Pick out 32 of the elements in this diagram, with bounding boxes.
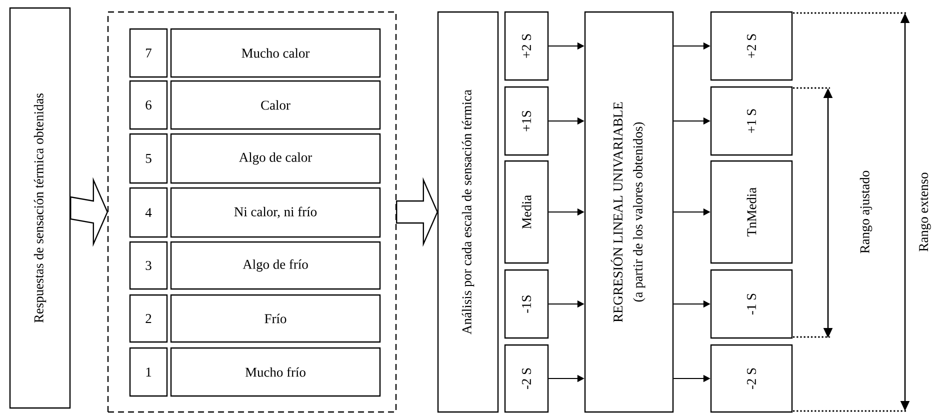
value-box: +1 S bbox=[710, 86, 793, 156]
scale-box: Algo de frío bbox=[170, 241, 381, 290]
scale-box: Mucho frío bbox=[170, 347, 381, 397]
dimension-label: Rango extenso bbox=[919, 172, 931, 252]
dashed-group-box bbox=[107, 11, 397, 413]
scale-box: Frío bbox=[170, 294, 381, 343]
scale-box: Calor bbox=[170, 80, 381, 130]
scale-box: Algo de calor bbox=[170, 133, 381, 184]
number-box: 6 bbox=[129, 80, 168, 130]
scale-box: Mucho calor bbox=[170, 28, 381, 78]
block-arrow bbox=[70, 177, 108, 247]
value-box: Media bbox=[504, 160, 549, 264]
number-box: 5 bbox=[129, 133, 168, 184]
value-box: +2 S bbox=[710, 11, 793, 81]
process-box: REGRESIÓN LINEAL UNIVARIABLE (a partir de los valores obtenidos) bbox=[584, 11, 674, 413]
value-box: +1S bbox=[504, 86, 549, 156]
number-box: 2 bbox=[129, 294, 168, 343]
number-box: 1 bbox=[129, 347, 168, 397]
text-box: Respuestas de sensación térmica obtenidas bbox=[9, 7, 71, 409]
value-box: TnMedia bbox=[710, 160, 793, 264]
number-box: 3 bbox=[129, 241, 168, 290]
value-box: -1S bbox=[504, 269, 549, 339]
value-box: -1 S bbox=[710, 269, 793, 339]
number-box: 4 bbox=[129, 187, 168, 238]
value-box: -2 S bbox=[710, 344, 793, 413]
scale-box: Ni calor, ni frío bbox=[170, 187, 381, 238]
value-box: +2 S bbox=[504, 11, 549, 81]
text-box: Análisis por cada escala de sensación térmica bbox=[437, 11, 499, 413]
block-arrow bbox=[396, 177, 438, 247]
value-box: -2 S bbox=[504, 344, 549, 413]
number-box: 7 bbox=[129, 28, 168, 78]
dimension-label: Rango ajustado bbox=[860, 170, 872, 254]
